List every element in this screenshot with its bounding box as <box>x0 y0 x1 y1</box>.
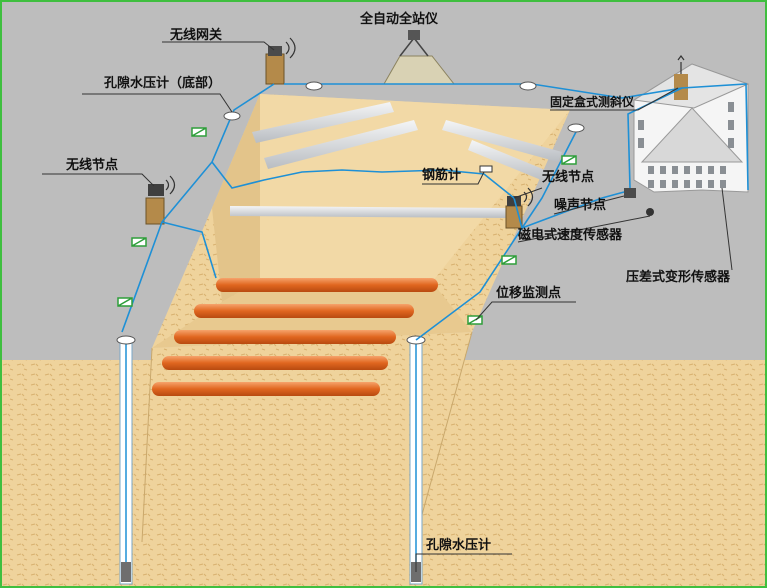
label-rebar-meter: 钢筋计 <box>422 168 462 183</box>
cable-noise <box>521 191 625 229</box>
leader-node-left <box>42 173 155 187</box>
leader-node-right <box>513 187 543 199</box>
label-noise-node: 噪声节点 <box>554 198 607 213</box>
leader-diff-pressure <box>721 187 733 271</box>
cable-left-pipe <box>161 221 217 279</box>
label-displacement-point: 位移监测点 <box>496 286 562 301</box>
leader-pore <box>415 553 512 572</box>
pit-lower-edge-right <box>413 331 473 545</box>
label-pore-pressure-bottom: 孔隙水压计（底部） <box>104 76 222 91</box>
marker-2 <box>305 81 323 91</box>
marker-4 <box>567 123 585 133</box>
pipe-1 <box>216 278 438 292</box>
pipe-2 <box>194 304 414 318</box>
rebar-meter-icon <box>479 165 493 173</box>
pit-lower-edge-left <box>141 347 153 543</box>
cable-right-top <box>521 127 579 229</box>
cable-top <box>284 83 683 99</box>
label-total-station: 全自动全站仪 <box>360 12 439 27</box>
total-station-icon <box>383 30 456 85</box>
marker-1 <box>223 111 241 121</box>
wireless-node-left-icon <box>145 175 176 225</box>
pipe-3 <box>174 330 396 344</box>
inclinometer-box <box>674 74 688 100</box>
piezometer-probe-left <box>121 562 131 582</box>
noise-node-icon <box>624 188 654 216</box>
pipe-5 <box>152 382 380 396</box>
leader-velocity <box>517 215 651 243</box>
leader-pore-bottom <box>82 93 233 113</box>
leader-inclinometer <box>550 87 679 111</box>
prism-4 <box>561 155 577 165</box>
wifi-icon-right <box>523 187 534 207</box>
wifi-icon <box>285 37 296 59</box>
prism-5 <box>501 255 517 265</box>
strut-1 <box>252 102 394 143</box>
cable-building <box>627 83 749 191</box>
building-gable <box>640 107 744 163</box>
total-station-head <box>408 30 420 40</box>
node-left-unit <box>148 184 164 196</box>
leader-rebar <box>422 171 485 185</box>
velocity-sensor-dot <box>646 208 654 216</box>
struts <box>230 102 562 218</box>
survey-markers <box>223 81 585 133</box>
leader-lines <box>42 41 733 572</box>
strut-4 <box>468 140 550 182</box>
leader-noise <box>553 195 625 215</box>
label-wireless-gateway: 无线网关 <box>170 28 223 43</box>
building-windows <box>638 102 734 188</box>
cable-right-wall <box>415 197 523 341</box>
boreholes <box>116 335 426 585</box>
cable-network <box>121 83 749 341</box>
label-wireless-node-right: 无线节点 <box>542 170 595 185</box>
label-fixed-inclinometer: 固定盒式测斜仪 <box>550 95 635 109</box>
pipe-4 <box>162 356 388 370</box>
borehole-cap-left <box>116 335 136 345</box>
label-pore-pressure: 孔隙水压计 <box>426 538 492 553</box>
prism-2 <box>131 237 147 247</box>
gateway-unit <box>268 46 282 56</box>
gateway-box <box>265 53 285 85</box>
leader-displacement <box>475 301 576 321</box>
wifi-icon-left <box>165 175 176 195</box>
pipes <box>152 278 438 396</box>
displacement-prisms <box>117 127 577 325</box>
wireless-gateway-icon <box>265 37 296 85</box>
label-wireless-node-left: 无线节点 <box>66 158 119 173</box>
strut-2 <box>264 120 418 169</box>
prism-1 <box>191 127 207 137</box>
label-differential-pressure-sensor: 压差式变形传感器 <box>626 270 731 285</box>
strut-3 <box>442 120 562 162</box>
prism-3 <box>117 297 133 307</box>
label-magnetic-velocity-sensor: 磁电式速度传感器 <box>518 228 623 243</box>
strut-5 <box>230 206 512 218</box>
marker-3 <box>519 81 537 91</box>
pit-wall-left <box>212 94 260 302</box>
noise-node-unit <box>624 188 636 198</box>
leader-gateway <box>162 41 275 51</box>
antenna-icon <box>677 55 685 74</box>
node-left-box <box>145 197 165 225</box>
prism-6 <box>467 315 483 325</box>
cable-rebar <box>211 161 515 199</box>
